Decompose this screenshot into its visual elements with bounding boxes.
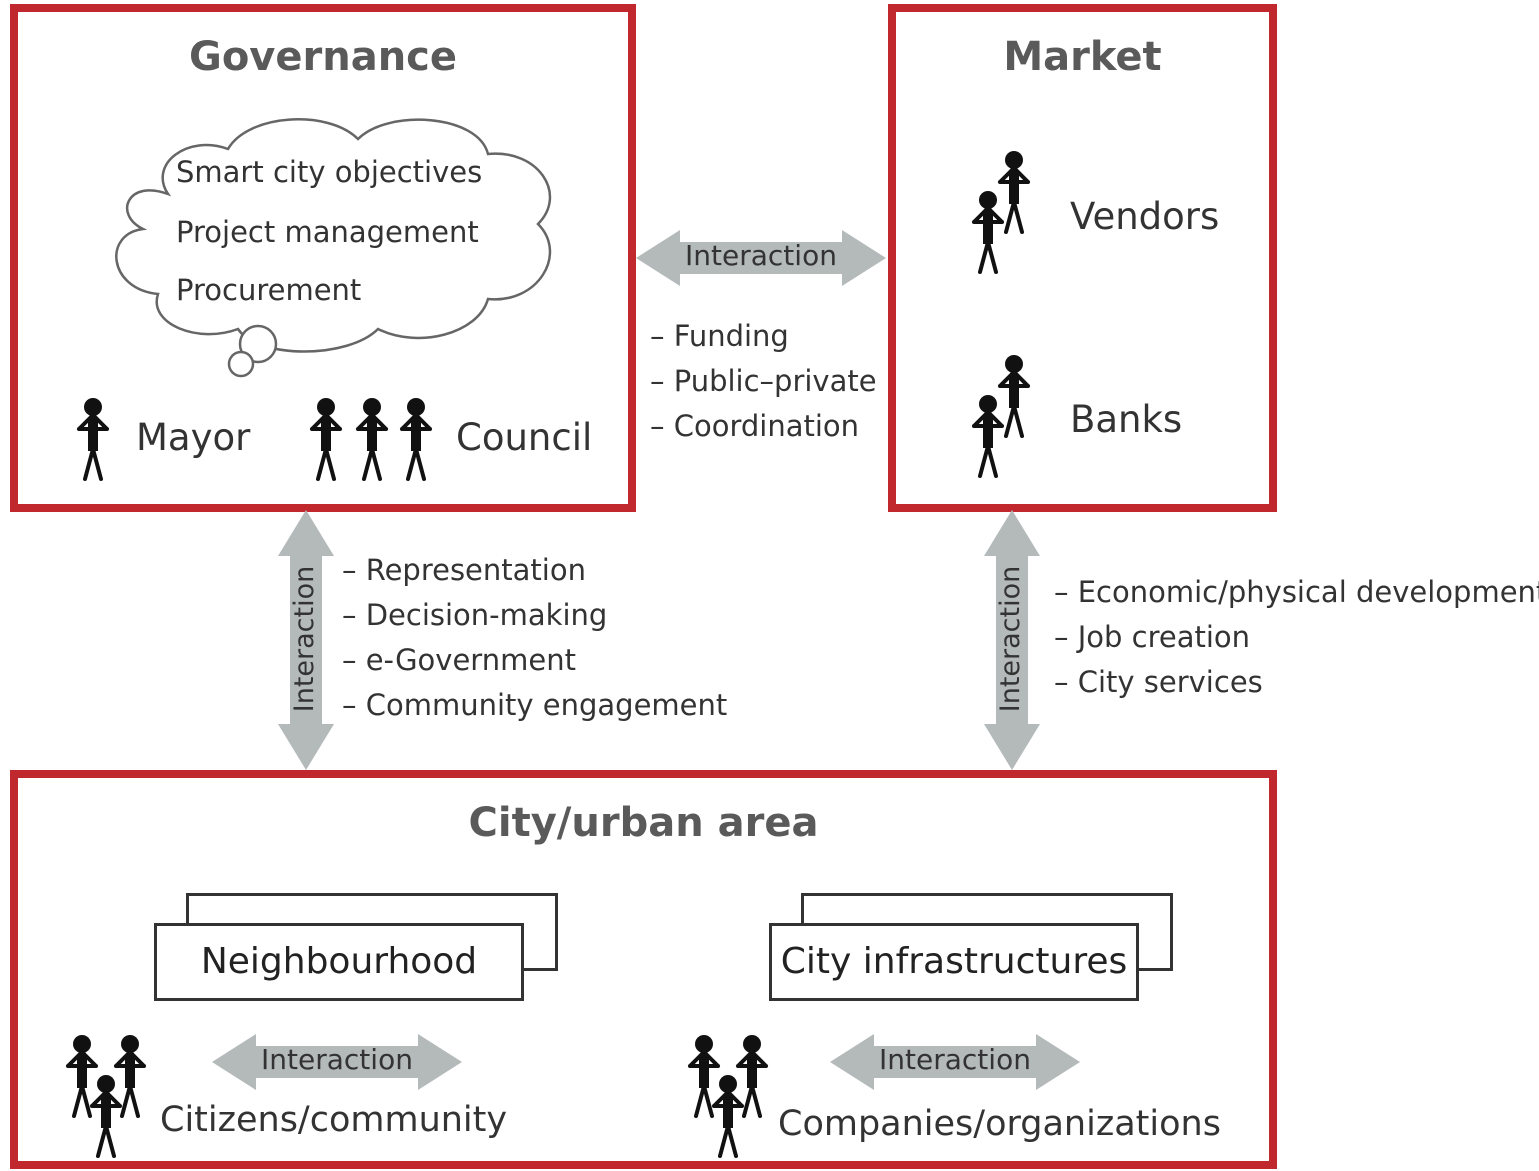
mayor-person-icon	[77, 396, 109, 481]
companies-people-icon	[688, 1033, 768, 1158]
list-item: Representation	[342, 548, 727, 593]
market-panel: Market Vendors Banks	[888, 4, 1277, 512]
council-label: Council	[456, 416, 593, 459]
citizens-arrow-icon	[212, 1034, 462, 1090]
infrastructures-label: City infrastructures	[780, 941, 1128, 982]
gov-market-arrow-icon	[636, 230, 886, 286]
council-people-icon	[310, 396, 432, 481]
gov-city-arrow-icon	[278, 510, 334, 770]
gov-market-interaction-label: Interaction	[685, 239, 837, 272]
list-item: Economic/physical development	[1054, 570, 1539, 615]
market-title: Market	[1003, 34, 1162, 80]
mayor-label: Mayor	[136, 416, 251, 459]
list-item: Decision-making	[342, 593, 727, 638]
infrastructures-box	[769, 923, 1139, 1001]
governance-title: Governance	[188, 34, 458, 80]
vendors-people-icon	[972, 149, 1030, 274]
list-item: Coordination	[650, 404, 877, 449]
companies-interaction-label: Interaction	[879, 1043, 1031, 1076]
list-item: e-Government	[342, 638, 727, 683]
neighbourhood-box	[154, 923, 524, 1001]
citizens-label: Citizens/community	[160, 1100, 508, 1140]
cloud-item-procurement: Procurement	[176, 273, 362, 307]
thought-cloud-icon	[115, 118, 552, 378]
citizens-people-icon	[66, 1033, 146, 1158]
list-item: Funding	[650, 314, 877, 359]
list-item: Community engagement	[342, 683, 728, 728]
cloud-item-objectives: Smart city objectives	[176, 155, 483, 189]
cloud-item-project-management: Project management	[176, 215, 479, 249]
list-item: Public–private	[650, 359, 877, 404]
companies-arrow-icon	[830, 1034, 1080, 1090]
citizens-interaction-label: Interaction	[261, 1043, 413, 1076]
market-city-arrow-icon	[984, 510, 1040, 770]
gov-market-interaction-list: Funding Public–private Coordination	[650, 314, 877, 449]
list-item: City services	[1054, 660, 1539, 705]
banks-people-icon	[972, 353, 1030, 478]
governance-panel: Governance Smart city objectives Project…	[10, 4, 636, 512]
city-panel: City/urban area Neighbourhood City infra…	[10, 770, 1277, 1169]
market-city-interaction-list: Economic/physical development Job creati…	[1054, 570, 1539, 705]
market-city-interaction-label: Interaction	[995, 565, 1026, 713]
banks-label: Banks	[1070, 398, 1183, 441]
gov-city-interaction-list: Representation Decision-making e-Governm…	[342, 548, 728, 728]
gov-city-interaction-label: Interaction	[289, 565, 320, 713]
neighbourhood-label: Neighbourhood	[200, 941, 478, 982]
vendors-label: Vendors	[1070, 195, 1220, 238]
city-title: City/urban area	[468, 800, 819, 846]
list-item: Job creation	[1054, 615, 1539, 660]
companies-label: Companies/organizations	[778, 1104, 1221, 1144]
